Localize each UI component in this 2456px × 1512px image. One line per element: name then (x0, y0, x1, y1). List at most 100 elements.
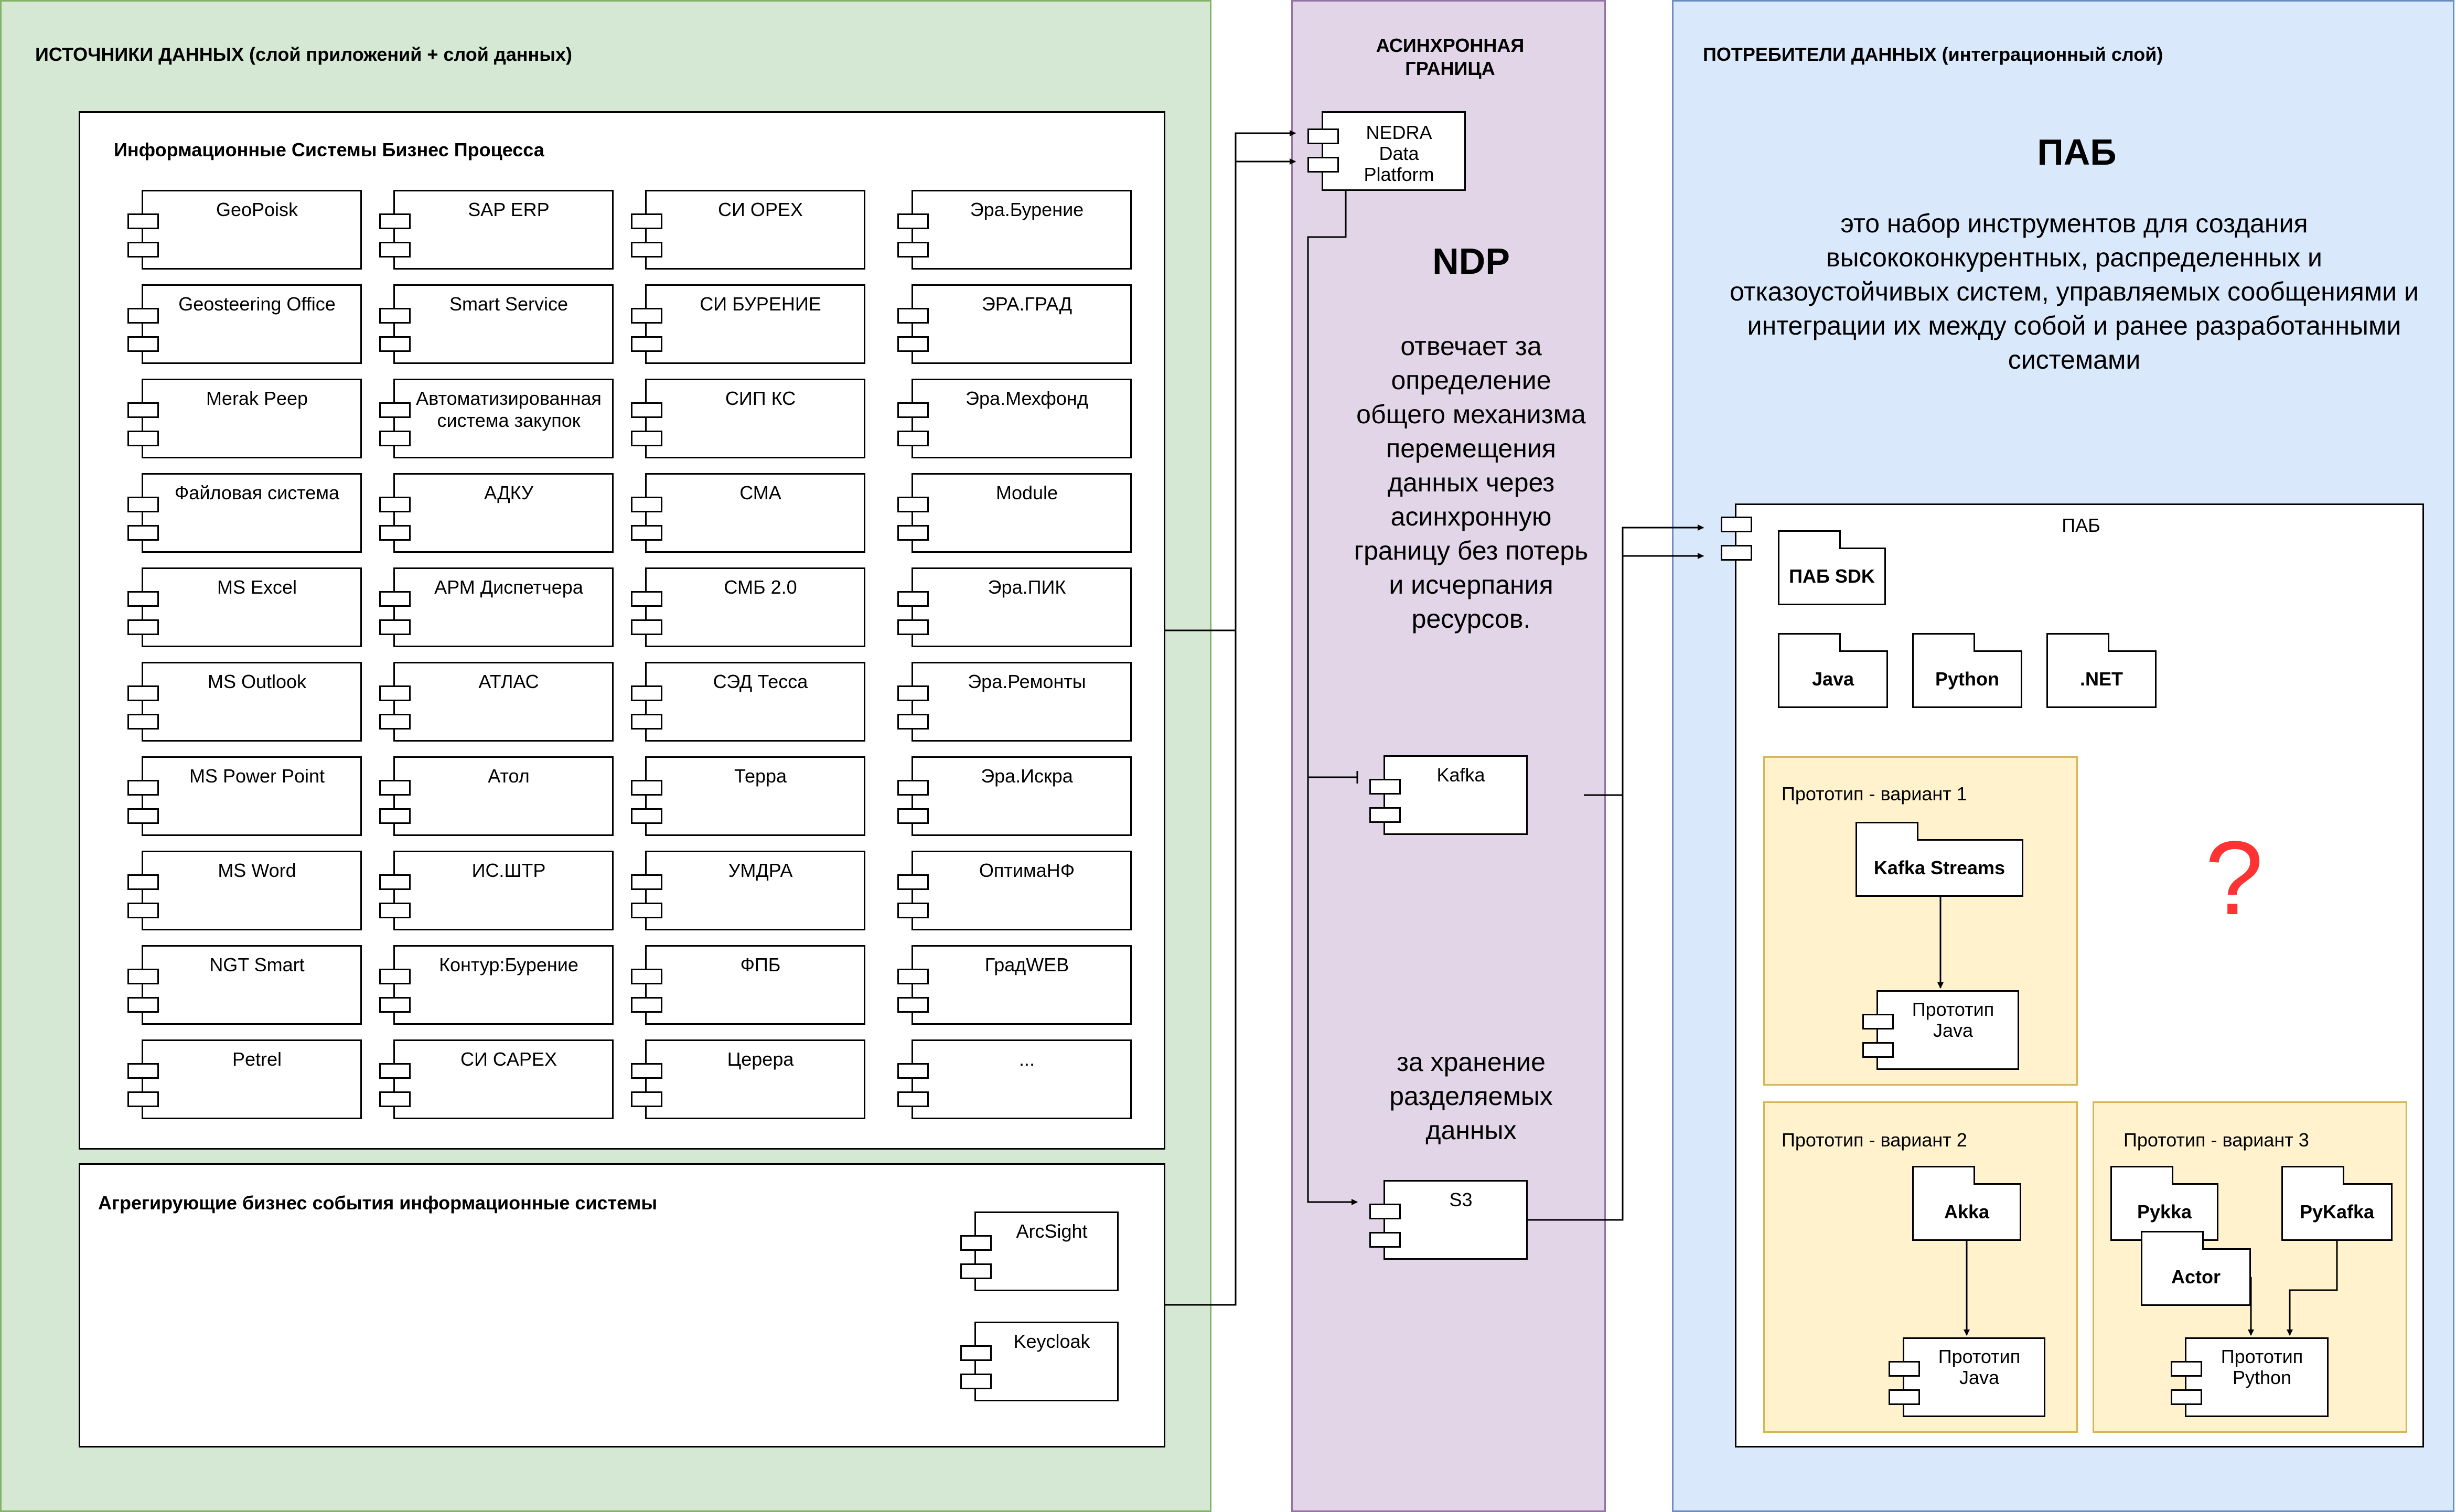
is-component[interactable]: ОптимаНФ (897, 851, 1132, 930)
component-port (1862, 1042, 1894, 1058)
component-port (960, 1345, 992, 1361)
component-port (1862, 1014, 1894, 1030)
actor-package[interactable]: Actor (2141, 1231, 2251, 1306)
prototype-java-2-component[interactable]: Прототип Java (1889, 1337, 2045, 1417)
package-tab (1778, 633, 1841, 652)
is-component[interactable]: Эра.Мехфонд (897, 379, 1132, 458)
kafka-component[interactable]: Kafka (1369, 755, 1528, 835)
component-port (127, 685, 159, 701)
is-component[interactable]: СИП КС (631, 379, 865, 458)
is-component-label: Эра.Мехфонд (966, 388, 1088, 409)
boundary-lane-title: АСИНХРОННАЯ ГРАНИЦА (1376, 35, 1525, 79)
is-component[interactable]: Атол (379, 756, 614, 836)
component-port (1369, 1232, 1401, 1248)
is-component[interactable]: MS Word (127, 851, 362, 930)
is-component[interactable]: ГрадWEB (897, 945, 1132, 1025)
is-component[interactable]: ИС.ШТР (379, 851, 614, 930)
is-component-label: Автоматизированная система закупок (416, 388, 602, 431)
dotnet-package[interactable]: .NET (2046, 633, 2157, 708)
is-component[interactable]: Эра.Искра (897, 756, 1132, 836)
is-component[interactable]: SAP ERP (379, 190, 614, 270)
pab-sdk-package[interactable]: ПАБ SDK (1778, 530, 1886, 605)
component-port (631, 525, 662, 541)
is-component[interactable]: NGT Smart (127, 945, 362, 1025)
is-component[interactable]: ... (897, 1039, 1132, 1119)
is-component[interactable]: MS Outlook (127, 662, 362, 742)
is-component[interactable]: Merak Peep (127, 379, 362, 458)
component-port (897, 497, 929, 512)
prototype-python-component[interactable]: Прототип Python (2171, 1337, 2329, 1417)
is-component[interactable]: Файловая система (127, 473, 362, 553)
is-component[interactable]: Эра.ПИК (897, 567, 1132, 647)
is-component[interactable]: СИ CAPEX (379, 1039, 614, 1119)
is-component[interactable]: СИ БУРЕНИЕ (631, 284, 865, 364)
component-port (127, 402, 159, 418)
akka-package[interactable]: Akka (1912, 1166, 2021, 1241)
kafka-streams-package[interactable]: Kafka Streams (1856, 822, 2023, 897)
component-port (1369, 1204, 1401, 1219)
prototype-1-title: Прототип - вариант 1 (1782, 783, 1967, 805)
pab-port-2 (1721, 545, 1752, 561)
is-component[interactable]: СЭД Тесса (631, 662, 865, 742)
prototype-2-title: Прототип - вариант 2 (1782, 1129, 1967, 1151)
component-port (897, 969, 929, 984)
pykafka-package[interactable]: PyKafka (2281, 1166, 2393, 1241)
is-component[interactable]: Церера (631, 1039, 865, 1119)
nedra-data-platform-component[interactable]: NEDRA Data Platform (1307, 111, 1466, 191)
component-port (127, 903, 159, 918)
is-component[interactable]: GeoPoisk (127, 190, 362, 270)
component-port (631, 874, 662, 890)
is-component[interactable]: Эра.Бурение (897, 190, 1132, 270)
component-port (379, 780, 411, 796)
is-component-label: Smart Service (449, 293, 569, 315)
connector-pykafka-to-proto (2287, 1241, 2338, 1336)
component-port (379, 1091, 411, 1107)
is-component[interactable]: Эра.Ремонты (897, 662, 1132, 742)
component-port (897, 903, 929, 918)
component-port (127, 308, 159, 324)
is-component[interactable]: Geosteering Office (127, 284, 362, 364)
component-port (897, 431, 929, 446)
component-port (897, 808, 929, 824)
component-port (1889, 1361, 1920, 1377)
is-component[interactable]: ФПБ (631, 945, 865, 1025)
is-component[interactable]: Petrel (127, 1039, 362, 1119)
prototype-java-1-component[interactable]: Прототип Java (1862, 990, 2019, 1070)
is-component[interactable]: АДКУ (379, 473, 614, 553)
is-component[interactable]: АРМ Диспетчера (379, 567, 614, 647)
component-port (127, 969, 159, 984)
java-package[interactable]: Java (1778, 633, 1888, 708)
is-component[interactable]: MS Excel (127, 567, 362, 647)
component-port (897, 714, 929, 730)
is-component[interactable]: Контур:Бурение (379, 945, 614, 1025)
is-component[interactable]: СИ OPEX (631, 190, 865, 270)
is-component[interactable]: АТЛАС (379, 662, 614, 742)
s3-component[interactable]: S3 (1369, 1180, 1528, 1260)
is-component[interactable]: Smart Service (379, 284, 614, 364)
component-port (897, 525, 929, 541)
component-port (631, 808, 662, 824)
keycloak-component[interactable]: Keycloak (960, 1322, 1119, 1401)
component-port (379, 874, 411, 890)
python-package[interactable]: Python (1912, 633, 2022, 708)
is-component-label: GeoPoisk (216, 199, 298, 220)
component-port (960, 1263, 992, 1279)
component-port (379, 336, 411, 352)
is-component-label: Petrel (232, 1048, 282, 1070)
component-port (897, 997, 929, 1013)
is-component[interactable]: УМДРА (631, 851, 865, 930)
is-component[interactable]: Module (897, 473, 1132, 553)
component-port (631, 431, 662, 446)
is-component[interactable]: ЭРА.ГРАД (897, 284, 1132, 364)
component-port (1369, 779, 1401, 795)
is-component[interactable]: Терра (631, 756, 865, 836)
component-port (897, 1063, 929, 1079)
pab-port-1 (1721, 517, 1752, 532)
is-component[interactable]: Автоматизированная система закупок (379, 379, 614, 458)
is-component[interactable]: СМА (631, 473, 865, 553)
is-component[interactable]: MS Power Point (127, 756, 362, 836)
ndp-title: NDP (1432, 241, 1510, 282)
component-port (897, 619, 929, 635)
is-component[interactable]: СМБ 2.0 (631, 567, 865, 647)
arcsight-component[interactable]: ArcSight (960, 1211, 1119, 1291)
